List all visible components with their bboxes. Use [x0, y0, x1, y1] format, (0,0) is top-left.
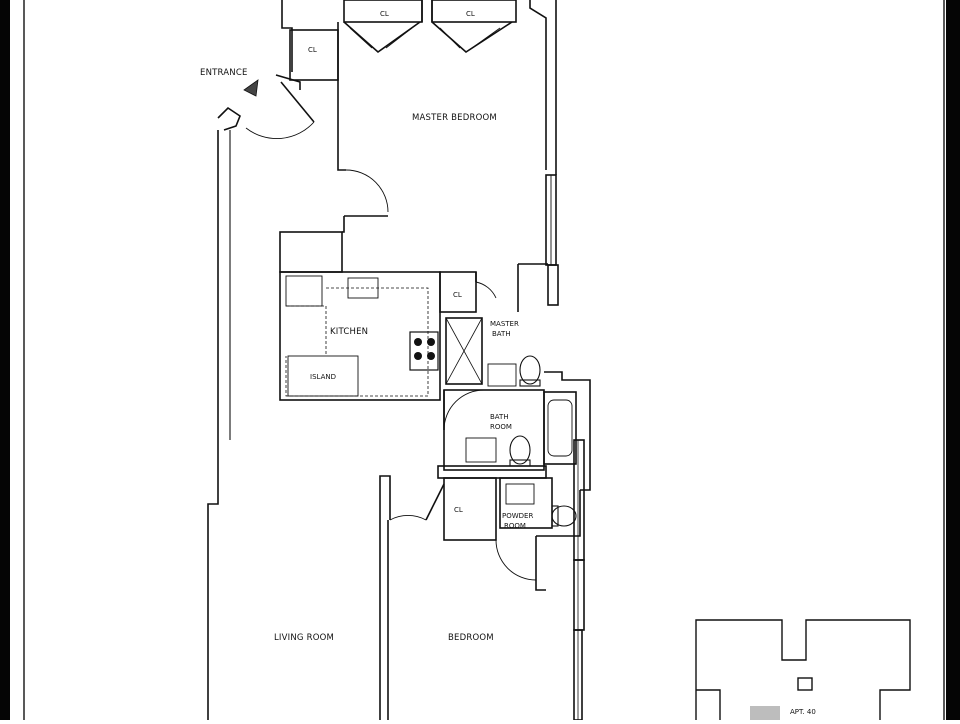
island-label: ISLAND — [310, 373, 336, 381]
bath-room-label-line1: BATH — [490, 413, 509, 421]
walls — [207, 0, 591, 721]
key-plan — [695, 619, 911, 720]
stove-burners — [414, 338, 435, 360]
room-labels: ENTRANCE MASTER BEDROOM KITCHEN ISLAND M… — [200, 10, 816, 716]
master-bedroom-label: MASTER BEDROOM — [412, 113, 497, 123]
bath-room-label-line2: ROOM — [490, 423, 512, 431]
closet-label-hall: CL — [454, 506, 463, 514]
closet-label-1: CL — [380, 10, 389, 18]
entrance-label: ENTRANCE — [200, 68, 248, 78]
powder-room-label-line1: POWDER — [502, 512, 533, 520]
entrance-closet — [289, 29, 339, 81]
entrance-arrow-icon — [243, 79, 259, 97]
bedroom-label: BEDROOM — [448, 633, 494, 643]
closet-label-entrance: CL — [308, 46, 317, 54]
closet-label-master-bath: CL — [453, 291, 462, 299]
living-room-label: LIVING ROOM — [274, 633, 334, 643]
key-plan-unit-label: APT. 40 — [790, 708, 816, 716]
key-plan-highlight — [750, 706, 780, 720]
kitchen-label: KITCHEN — [330, 327, 368, 337]
fixtures — [509, 355, 577, 527]
master-bath-label-line2: BATH — [492, 330, 511, 338]
right-border-bar — [946, 0, 960, 720]
left-border-bar — [0, 0, 10, 720]
master-bath-label-line1: MASTER — [490, 320, 519, 328]
powder-room-label-line2: ROOM — [504, 522, 526, 530]
closet-label-2: CL — [466, 10, 475, 18]
